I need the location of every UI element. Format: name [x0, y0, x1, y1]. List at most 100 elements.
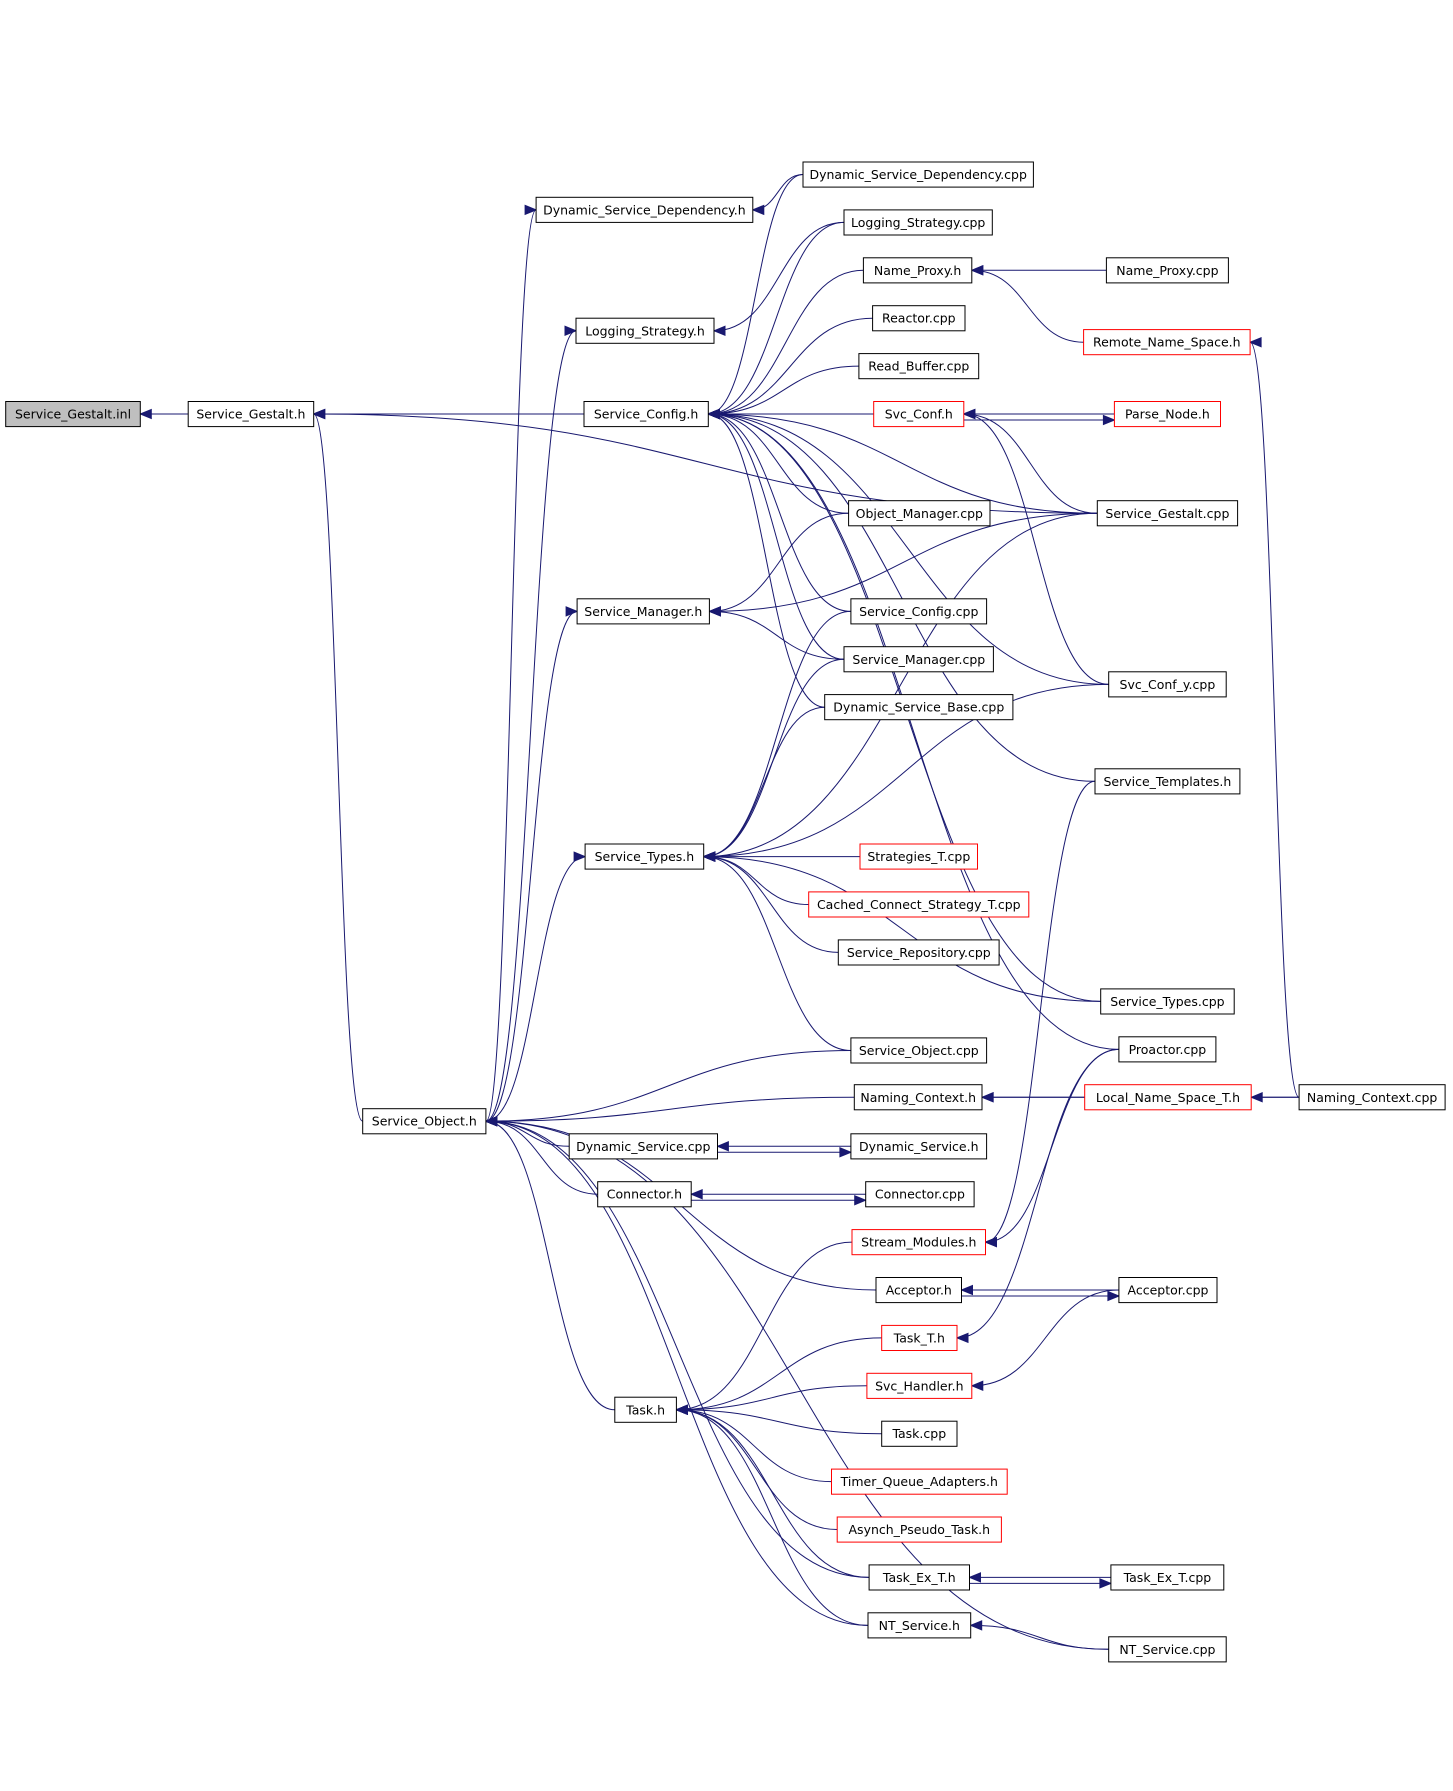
edge-proactor-cpp-to-service-config-h: [706, 408, 1119, 1050]
node-name-proxy-cpp[interactable]: Name_Proxy.cpp: [1105, 257, 1229, 284]
node-box[interactable]: [865, 1181, 975, 1208]
node-object-manager-cpp[interactable]: Object_Manager.cpp: [848, 500, 991, 527]
node-box[interactable]: [881, 1420, 958, 1447]
node-box[interactable]: [1108, 671, 1227, 698]
node-connector-h[interactable]: Connector.h: [597, 1181, 692, 1208]
node-box[interactable]: [873, 401, 965, 428]
arrowhead: [1107, 1290, 1121, 1302]
node-local-name-space-t-h[interactable]: Local_Name_Space_T.h: [1084, 1084, 1252, 1111]
node-service-types-cpp[interactable]: Service_Types.cpp: [1100, 988, 1235, 1015]
node-stream-modules-h[interactable]: Stream_Modules.h: [851, 1229, 986, 1256]
node-box[interactable]: [1298, 1084, 1446, 1111]
node-logging-strategy-h[interactable]: Logging_Strategy.h: [575, 317, 715, 344]
node-service-object-h[interactable]: Service_Object.h: [362, 1108, 487, 1135]
node-box[interactable]: [858, 353, 980, 380]
node-dynamic-service-h[interactable]: Dynamic_Service.h: [850, 1133, 988, 1160]
node-box[interactable]: [824, 694, 1014, 721]
node-service-types-h[interactable]: Service_Types.h: [584, 843, 705, 870]
node-box[interactable]: [1096, 500, 1239, 527]
node-box[interactable]: [837, 939, 1000, 966]
node-box[interactable]: [843, 209, 993, 236]
node-service-gestalt-h[interactable]: Service_Gestalt.h: [187, 401, 315, 428]
node-box[interactable]: [851, 1229, 986, 1256]
node-service-gestalt-cpp[interactable]: Service_Gestalt.cpp: [1096, 500, 1239, 527]
node-dynamic-service-base-cpp[interactable]: Dynamic_Service_Base.cpp: [824, 694, 1014, 721]
node-box[interactable]: [831, 1468, 1008, 1495]
node-remote-name-space-h[interactable]: Remote_Name_Space.h: [1083, 329, 1251, 356]
node-task-t-h[interactable]: Task_T.h: [881, 1324, 958, 1352]
node-service-manager-h[interactable]: Service_Manager.h: [576, 598, 710, 625]
node-box[interactable]: [881, 1324, 958, 1352]
node-box[interactable]: [848, 500, 991, 527]
node-strategies-t-cpp[interactable]: Strategies_T.cpp: [859, 843, 978, 870]
node-box[interactable]: [568, 1133, 719, 1160]
node-task-h[interactable]: Task.h: [614, 1396, 677, 1423]
node-box[interactable]: [808, 891, 1030, 918]
node-service-config-cpp[interactable]: Service_Config.cpp: [850, 598, 988, 625]
node-box[interactable]: [535, 196, 754, 223]
node-connector-cpp[interactable]: Connector.cpp: [865, 1181, 975, 1208]
node-box[interactable]: [1113, 401, 1222, 428]
node-box[interactable]: [868, 1564, 970, 1591]
node-box[interactable]: [614, 1396, 677, 1423]
node-box[interactable]: [866, 1372, 973, 1399]
node-acceptor-cpp[interactable]: Acceptor.cpp: [1118, 1277, 1218, 1304]
node-box[interactable]: [583, 401, 709, 428]
node-reactor-cpp[interactable]: Reactor.cpp: [872, 305, 966, 332]
node-box[interactable]: [1094, 768, 1241, 795]
node-nt-service-cpp[interactable]: NT_Service.cpp: [1108, 1636, 1227, 1663]
node-service-object-cpp[interactable]: Service_Object.cpp: [850, 1037, 988, 1064]
node-timer-queue-adapters-h[interactable]: Timer_Queue_Adapters.h: [831, 1468, 1008, 1495]
node-svc-handler-h[interactable]: Svc_Handler.h: [866, 1372, 973, 1399]
node-box[interactable]: [1100, 988, 1235, 1015]
node-box[interactable]: [1105, 257, 1229, 284]
node-box[interactable]: [187, 401, 315, 428]
node-box[interactable]: [576, 598, 710, 625]
node-box[interactable]: [850, 598, 988, 625]
node-service-config-h[interactable]: Service_Config.h: [583, 401, 709, 428]
node-box[interactable]: [1083, 329, 1251, 356]
node-task-ex-t-h[interactable]: Task_Ex_T.h: [868, 1564, 970, 1591]
node-parse-node-h[interactable]: Parse_Node.h: [1113, 401, 1222, 428]
node-box[interactable]: [1084, 1084, 1252, 1111]
node-box[interactable]: [859, 843, 978, 870]
node-box[interactable]: [850, 1133, 988, 1160]
node-box[interactable]: [867, 1612, 972, 1639]
node-cached-connect-strategy-t-cpp[interactable]: Cached_Connect_Strategy_T.cpp: [808, 891, 1030, 918]
node-box[interactable]: [802, 161, 1034, 188]
node-nt-service-h[interactable]: NT_Service.h: [867, 1612, 972, 1639]
node-box[interactable]: [597, 1181, 692, 1208]
node-box[interactable]: [862, 257, 973, 284]
node-box[interactable]: [1118, 1036, 1217, 1063]
node-naming-context-h[interactable]: Naming_Context.h: [853, 1084, 983, 1111]
node-box[interactable]: [1110, 1564, 1225, 1591]
node-box[interactable]: [362, 1108, 487, 1135]
node-svc-conf-h[interactable]: Svc_Conf.h: [873, 401, 965, 428]
node-service-repository-cpp[interactable]: Service_Repository.cpp: [837, 939, 1000, 966]
node-acceptor-h[interactable]: Acceptor.h: [875, 1277, 962, 1304]
node-box[interactable]: [836, 1516, 1002, 1543]
node-task-cpp[interactable]: Task.cpp: [881, 1420, 958, 1447]
node-box[interactable]: [850, 1037, 988, 1064]
node-svc-conf-y-cpp[interactable]: Svc_Conf_y.cpp: [1108, 671, 1227, 698]
node-box[interactable]: [872, 305, 966, 332]
node-proactor-cpp[interactable]: Proactor.cpp: [1118, 1036, 1217, 1063]
node-task-ex-t-cpp[interactable]: Task_Ex_T.cpp: [1110, 1564, 1225, 1591]
node-dynamic-service-dependency-h[interactable]: Dynamic_Service_Dependency.h: [535, 196, 754, 223]
node-dynamic-service-cpp[interactable]: Dynamic_Service.cpp: [568, 1133, 719, 1160]
node-box[interactable]: [843, 646, 994, 673]
node-service-templates-h[interactable]: Service_Templates.h: [1094, 768, 1241, 795]
node-dynamic-service-dependency-cpp[interactable]: Dynamic_Service_Dependency.cpp: [802, 161, 1034, 188]
node-logging-strategy-cpp[interactable]: Logging_Strategy.cpp: [843, 209, 993, 236]
node-box[interactable]: [875, 1277, 962, 1304]
node-service-manager-cpp[interactable]: Service_Manager.cpp: [843, 646, 994, 673]
node-naming-context-cpp[interactable]: Naming_Context.cpp: [1298, 1084, 1446, 1111]
node-box[interactable]: [1118, 1277, 1218, 1304]
node-read-buffer-cpp[interactable]: Read_Buffer.cpp: [858, 353, 980, 380]
node-asynch-pseudo-task-h[interactable]: Asynch_Pseudo_Task.h: [836, 1516, 1002, 1543]
node-box[interactable]: [575, 317, 715, 344]
node-box[interactable]: [853, 1084, 983, 1111]
node-box[interactable]: [584, 843, 705, 870]
node-name-proxy-h[interactable]: Name_Proxy.h: [862, 257, 973, 284]
node-box[interactable]: [1108, 1636, 1227, 1663]
